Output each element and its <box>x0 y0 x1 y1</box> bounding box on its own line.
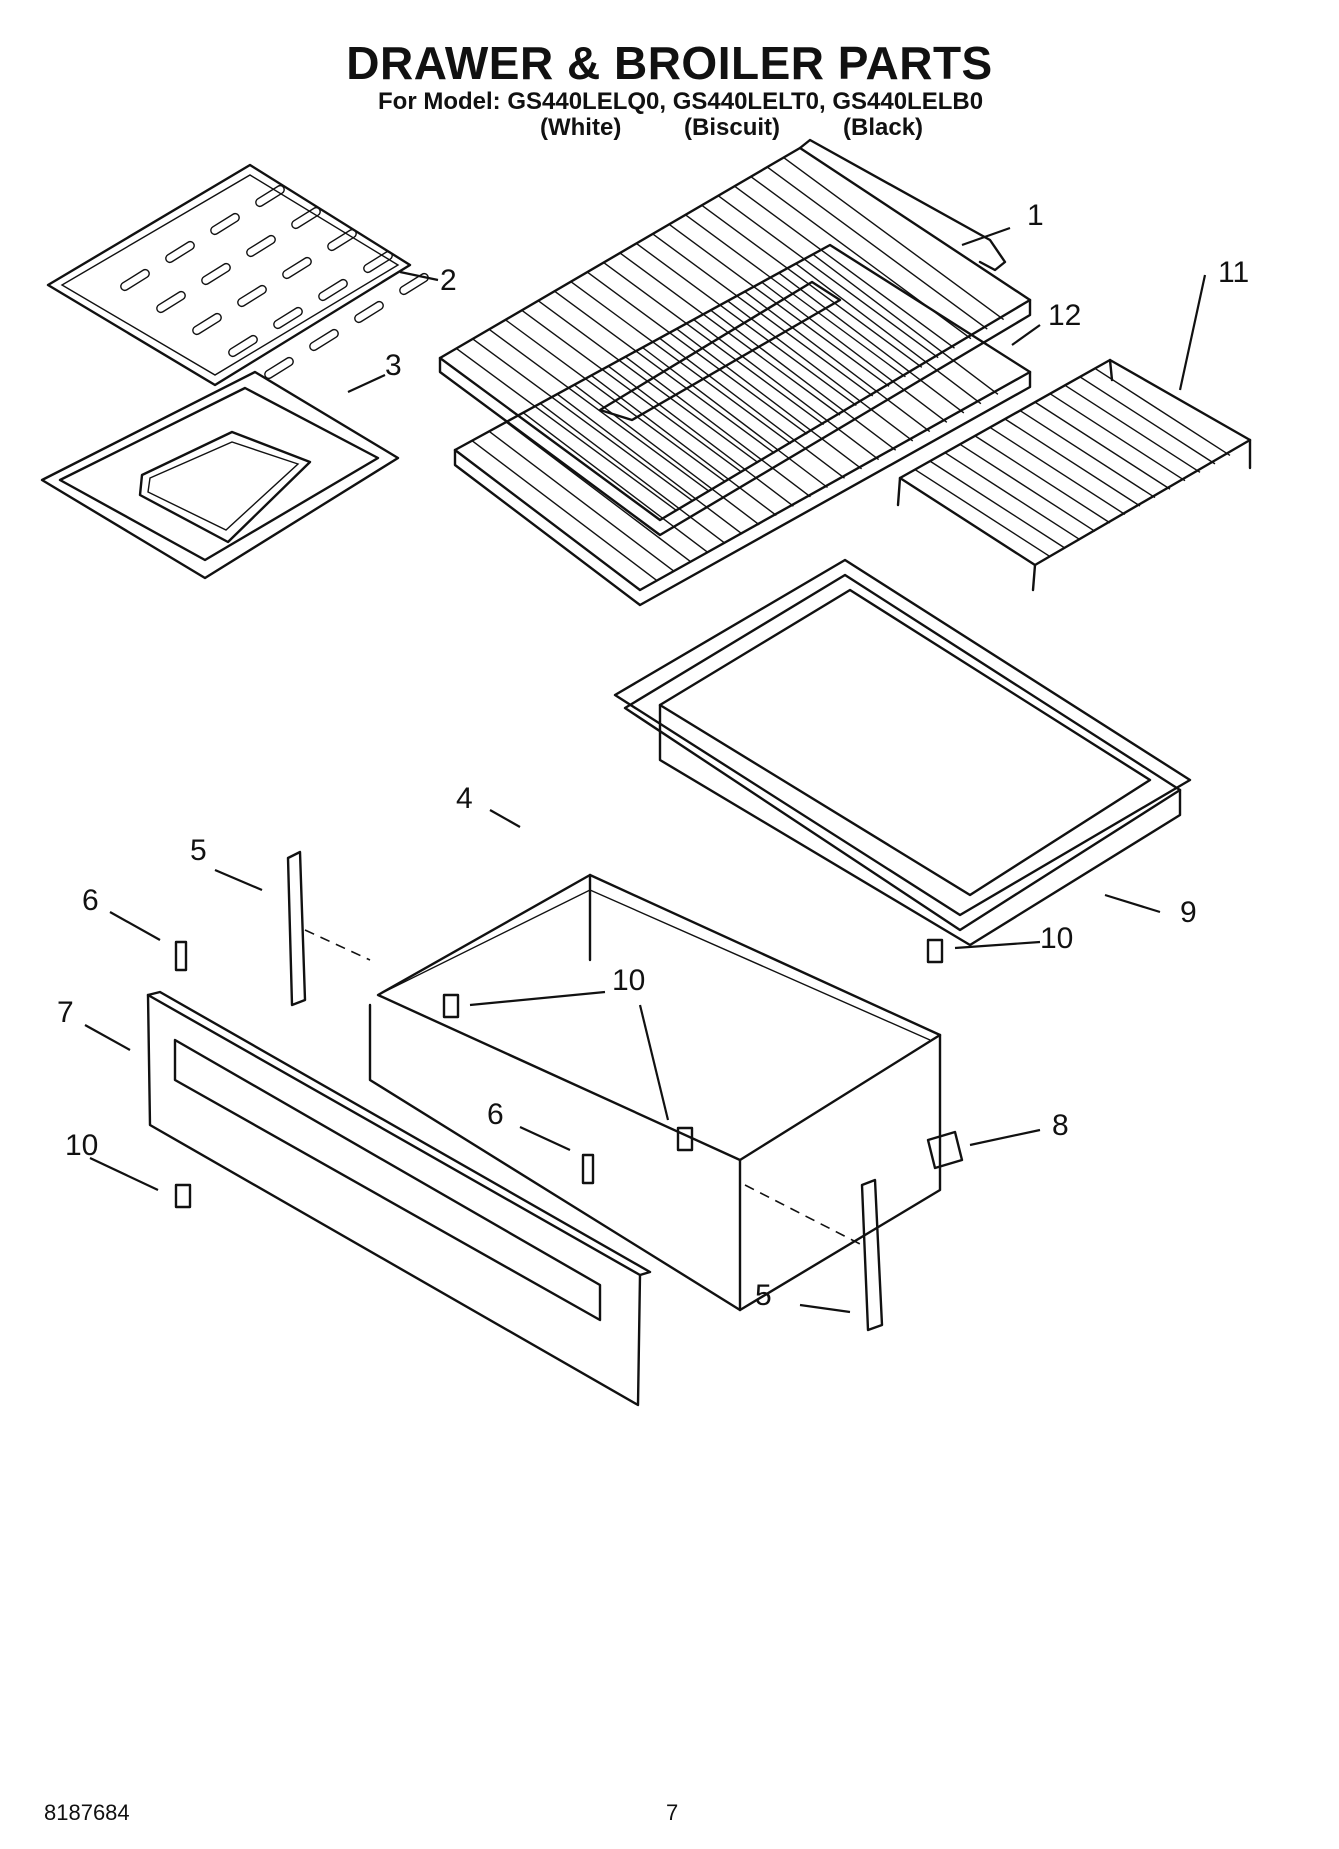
stud-left <box>174 940 188 972</box>
variant-black: (Black) <box>843 114 924 141</box>
callout-11: 11 <box>1218 256 1249 289</box>
callout-5-upper: 5 <box>190 834 207 867</box>
grid-slot <box>282 256 312 280</box>
page-number: 7 <box>666 1800 679 1825</box>
screw-center <box>442 993 460 1019</box>
callout-9: 9 <box>1180 896 1197 929</box>
grid-slot <box>246 234 276 258</box>
oven-rack <box>438 146 1032 537</box>
drawer-body <box>368 873 942 1312</box>
callout-3: 3 <box>385 349 402 382</box>
grid-slot <box>399 272 429 296</box>
callout-6-right: 6 <box>487 1098 504 1131</box>
grid-slot <box>354 300 384 324</box>
callout-8: 8 <box>1052 1109 1069 1142</box>
variant-biscuit: (Biscuit) <box>684 114 780 141</box>
grid-slot <box>318 278 348 302</box>
grid-slot <box>228 334 258 358</box>
callout-12: 12 <box>1048 299 1081 332</box>
page-title: DRAWER & BROILER PARTS <box>346 37 993 89</box>
callout-6-left: 6 <box>82 884 99 917</box>
callout-4: 4 <box>456 782 473 815</box>
drawer-front <box>146 990 652 1407</box>
screw-left <box>174 1183 192 1209</box>
broiler-grid <box>46 163 429 387</box>
drawer-glide-lower <box>860 1178 884 1332</box>
lower-oven-rack <box>453 243 1032 607</box>
callout-7: 7 <box>57 996 74 1029</box>
grid-slot <box>237 284 267 308</box>
callout-10-center: 10 <box>612 964 645 997</box>
half-rack <box>896 358 1252 592</box>
callout-5-lower: 5 <box>755 1279 772 1312</box>
grid-slot <box>165 240 195 264</box>
callout-10-left: 10 <box>65 1129 98 1162</box>
grid-slot <box>255 184 285 208</box>
grid-slot <box>120 268 150 292</box>
grid-slot <box>327 228 357 252</box>
screw-lower-center <box>676 1126 694 1152</box>
grid-slot <box>273 306 303 330</box>
callout-2: 2 <box>440 264 457 297</box>
drawer-liner <box>613 558 1192 947</box>
screw-right <box>926 938 944 964</box>
grid-slot <box>210 212 240 236</box>
grid-slot <box>363 250 393 274</box>
grid-slot <box>291 206 321 230</box>
rack-slide <box>798 138 1007 272</box>
doc-number: 8187684 <box>44 1800 130 1825</box>
model-line: For Model: GS440LELQ0, GS440LELT0, GS440… <box>378 88 984 115</box>
grid-slot <box>264 356 294 380</box>
callout-1: 1 <box>1027 199 1044 232</box>
drawer-glide-upper <box>286 850 307 1007</box>
grid-slot <box>309 328 339 352</box>
stud-right <box>581 1153 595 1185</box>
variant-white: (White) <box>540 114 622 141</box>
grid-slot <box>156 290 186 314</box>
broiler-pan <box>40 370 400 580</box>
callout-10-right: 10 <box>1040 922 1073 955</box>
grid-slot <box>201 262 231 286</box>
grid-slot <box>192 312 222 336</box>
clip <box>926 1130 964 1170</box>
